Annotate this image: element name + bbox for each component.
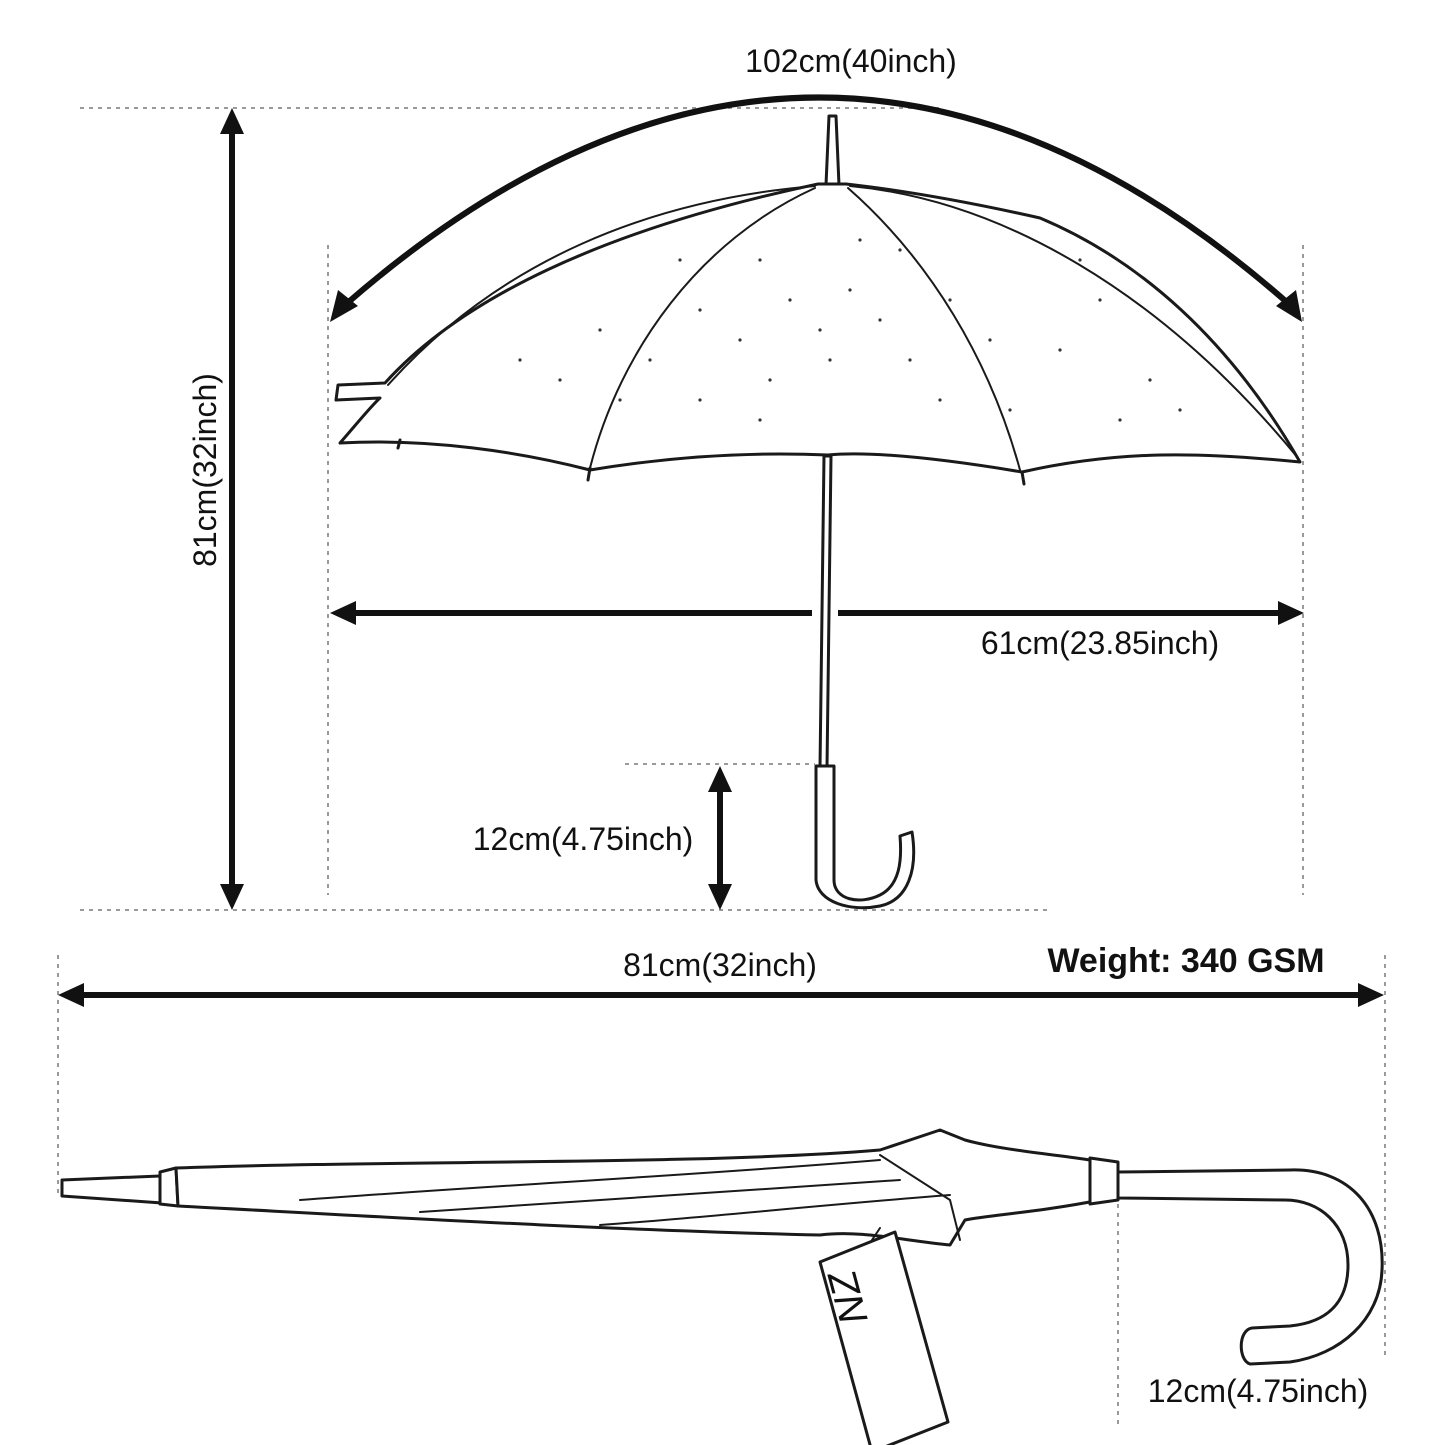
open-umbrella (334, 114, 1302, 910)
rib-tip-2 (1020, 470, 1026, 486)
label-canopy-width: 61cm(23.85inch) (981, 625, 1219, 661)
label-weight: Weight: 340 GSM (1047, 942, 1324, 980)
canopy-rib-3 (387, 185, 816, 386)
guide-lines (57, 107, 1386, 1425)
rib-tip-1 (586, 466, 592, 482)
umbrella-handle (814, 764, 916, 910)
label-handle-height-closed: 12cm(4.75inch) (1148, 1373, 1369, 1409)
canopy-width-head-right (1278, 601, 1304, 625)
open-height-head-top (220, 108, 244, 134)
dimension-labels: 102cm(40inch) 81cm(32inch) 61cm(23.85inc… (187, 43, 1368, 1409)
arc-arrow-head-left (330, 290, 358, 322)
canopy-width-head-left (330, 601, 356, 625)
hang-tag: NZ (818, 1227, 950, 1445)
handle-height-head-bottom (708, 884, 732, 910)
label-arc-span: 102cm(40inch) (745, 43, 957, 79)
label-closed-length: 81cm(32inch) (623, 947, 817, 983)
arc-arrow-head-right (1276, 290, 1302, 322)
closed-handle (1116, 1168, 1384, 1366)
rib-tip-3 (396, 438, 402, 450)
closed-length-head-right (1358, 983, 1384, 1007)
umbrella-tip (824, 114, 841, 187)
handle-height-head-top (708, 766, 732, 792)
canopy-rib-4 (849, 185, 1299, 459)
fold-1 (299, 1159, 881, 1201)
closed-umbrella: NZ (60, 1128, 1384, 1445)
closed-length-head-left (58, 983, 84, 1007)
tag-body (818, 1230, 950, 1445)
open-height-head-bottom (220, 884, 244, 910)
canopy-texture (518, 238, 1182, 422)
closed-end-cap (1088, 1156, 1120, 1206)
canopy-rib-1 (589, 187, 816, 469)
dimension-arrows (58, 94, 1384, 1007)
closed-canopy (174, 1128, 1102, 1247)
tag-string (871, 1227, 881, 1241)
fold-2 (419, 1179, 901, 1213)
label-handle-height-open: 12cm(4.75inch) (473, 821, 694, 857)
arc-span-arrow (343, 94, 1292, 308)
label-open-height: 81cm(32inch) (187, 373, 223, 567)
closed-tip (60, 1174, 164, 1205)
canopy-rib-2 (847, 187, 1021, 471)
umbrella-shaft (818, 454, 833, 770)
fold-3 (599, 1194, 951, 1226)
umbrella-canopy (334, 182, 1302, 474)
fold-4 (879, 1154, 961, 1241)
